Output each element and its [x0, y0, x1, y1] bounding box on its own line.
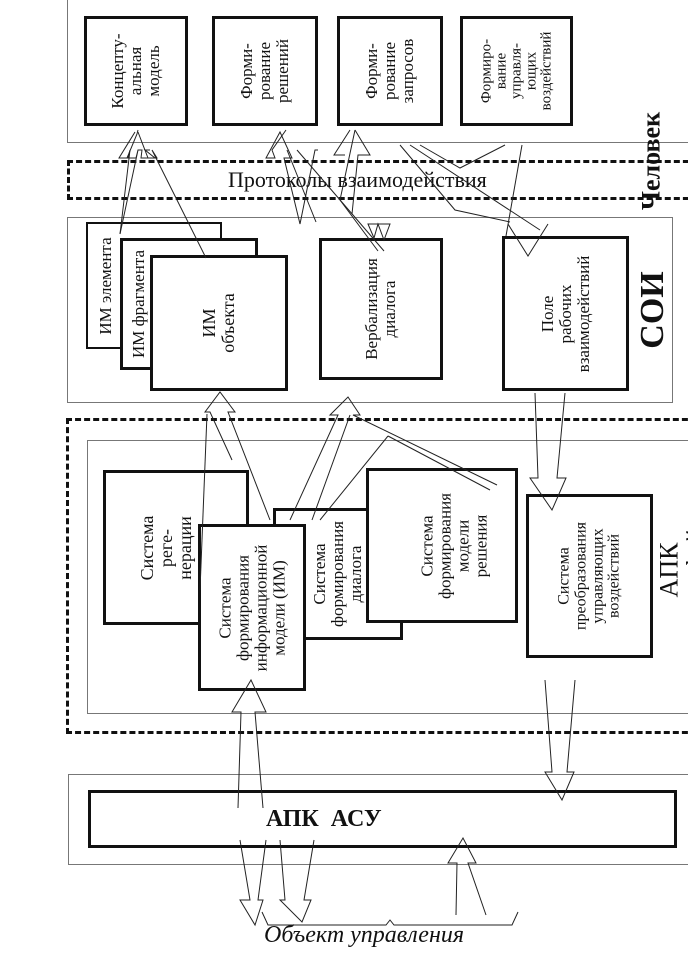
protocols-label: Протоколы взаимодействия — [228, 167, 487, 192]
decision-forming-label: Форми- рование решений — [237, 39, 292, 103]
decision-model-forming-box: Система формирования модели решения — [366, 468, 518, 623]
box-conceptual-model: Концепту- альная модель — [84, 16, 188, 126]
im-element-label: ИМ элемента — [96, 236, 116, 335]
box-control-forming: Формиро- вание управля- ющих воздействий — [460, 16, 573, 126]
soi-label-wrap: СОИ — [628, 230, 678, 390]
conceptual-model-label: Концепту- альная модель — [108, 33, 163, 109]
dialog-forming-label: Система формирования диалога — [310, 521, 365, 627]
soi-label: СОИ — [634, 271, 672, 349]
apk-interface-label: АПК интерфейса — [654, 505, 688, 635]
im-forming-box: Система формирования информационной моде… — [198, 524, 306, 691]
box-decision-forming: Форми- рование решений — [212, 16, 318, 126]
control-conversion-box: Система преобразования управляющих возде… — [526, 494, 653, 658]
apk-asu-box — [88, 790, 677, 848]
control-forming-label: Формиро- вание управля- ющих воздействий — [478, 31, 554, 111]
im-forming-label: Система формирования информационной моде… — [215, 544, 288, 671]
apk-asu-label: АПК АСУ — [266, 806, 382, 832]
im-object-box: ИМ объекта — [150, 255, 288, 391]
query-forming-label: Форми- рование запросов — [362, 38, 417, 104]
dialog-verbalization-label: Вербализация диалога — [362, 258, 399, 360]
decision-model-forming-label: Система формирования модели решения — [416, 492, 490, 599]
dialog-verbalization-box: Вербализация диалога — [319, 238, 443, 380]
work-field-box: Поле рабочих взаимодействий — [502, 236, 629, 391]
operator-side-label-wrap: Человек — [586, 0, 688, 210]
work-field-label: Поле рабочих взаимодействий — [537, 255, 593, 372]
box-query-forming: Форми- рование запросов — [337, 16, 443, 126]
im-fragment-label: ИМ фрагмента — [129, 249, 149, 359]
apk-interface-label-wrap: АПК интерфейса — [654, 470, 688, 670]
im-object-label: ИМ объекта — [199, 293, 238, 353]
control-object-label: Объект управления — [264, 922, 465, 948]
control-conversion-label: Система преобразования управляющих возде… — [554, 521, 623, 631]
